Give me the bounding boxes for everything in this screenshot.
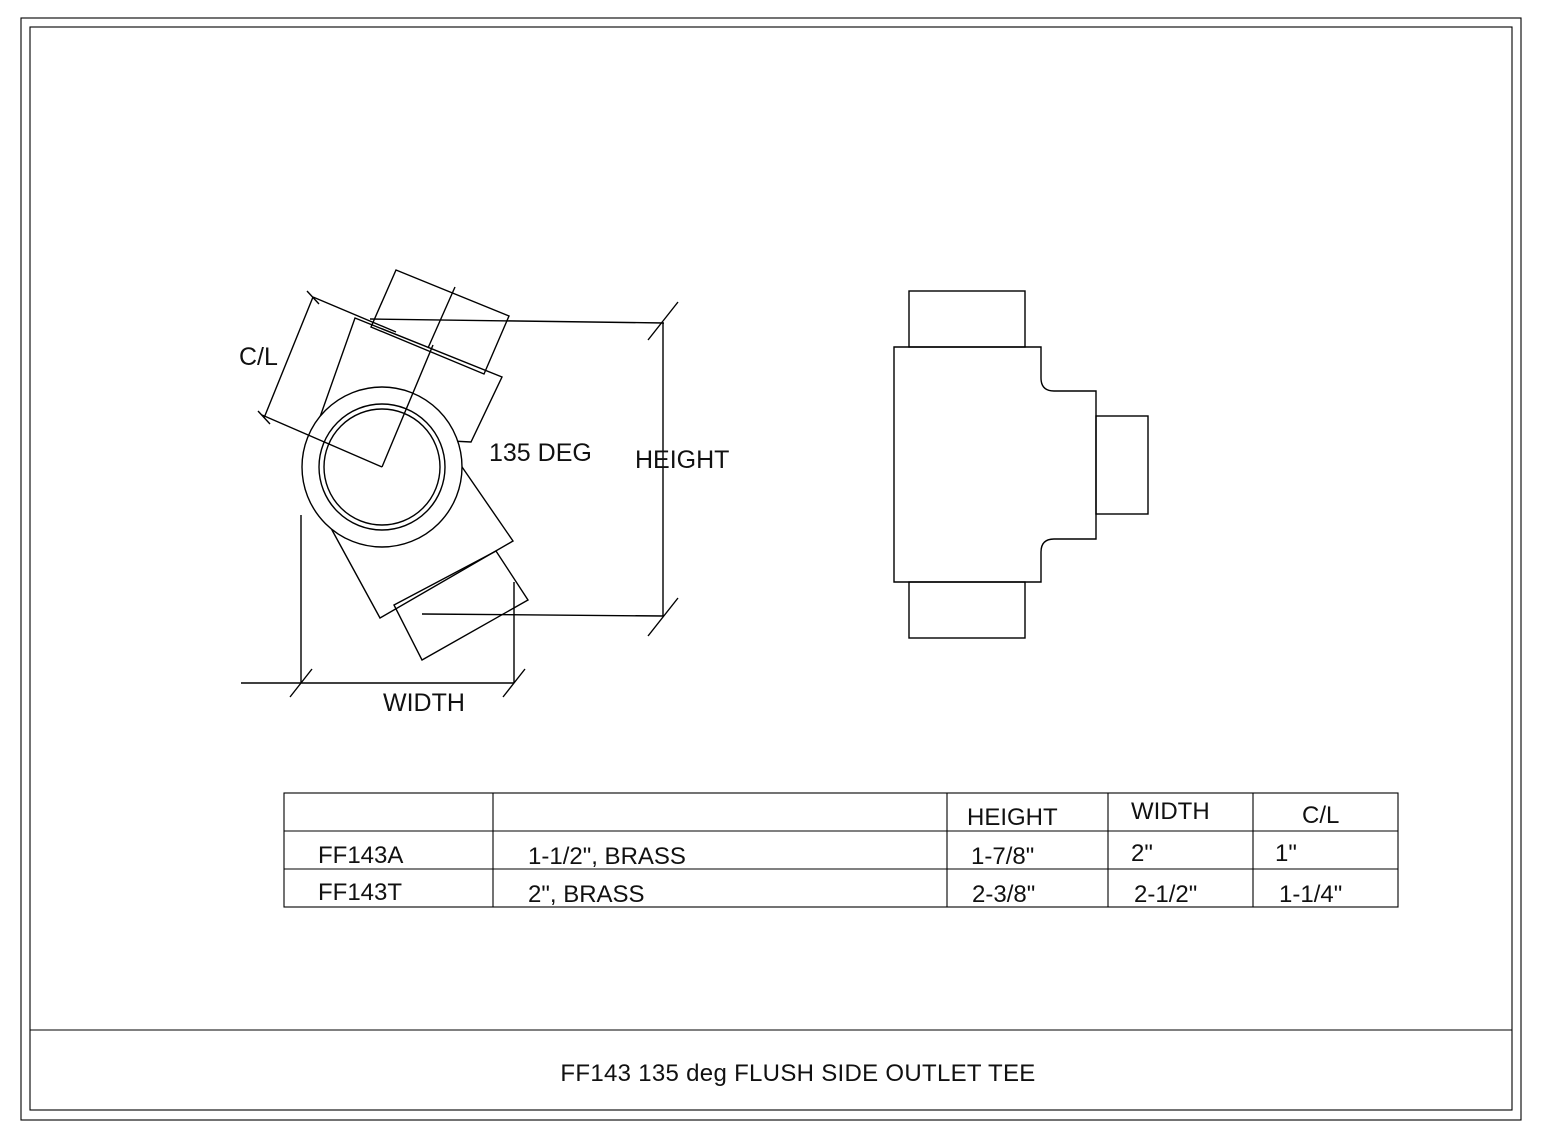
table-cell-cl: 1-1/4" xyxy=(1279,881,1342,908)
bottom-branch xyxy=(908,581,1026,639)
tee-body xyxy=(893,346,1097,583)
angle-label: 135 DEG xyxy=(489,439,592,467)
table-cell-description: 1-1/2", BRASS xyxy=(528,843,686,870)
height-label: HEIGHT xyxy=(635,446,729,474)
centerline-to-cl-dim xyxy=(261,414,383,468)
bore-inner xyxy=(323,408,441,526)
table-cell-width: 2" xyxy=(1131,840,1153,867)
drawing-title: FF143 135 deg FLUSH SIDE OUTLET TEE xyxy=(560,1060,1035,1087)
height-extension-bottom xyxy=(421,613,665,617)
table-cell-width: 2-1/2" xyxy=(1134,881,1197,908)
centerline-to-branch xyxy=(381,344,434,468)
cl-dimension-line xyxy=(263,296,314,419)
upper-branch-outer xyxy=(370,269,510,375)
table-cell-height: 2-3/8" xyxy=(972,881,1035,908)
upper-body xyxy=(313,317,503,443)
upper-body-divider xyxy=(427,286,456,349)
height-extension-top xyxy=(369,318,665,324)
table-header-width: WIDTH xyxy=(1131,798,1210,825)
angled-view: C/L 135 DEG HEIGHT WIDTH xyxy=(239,269,729,717)
table-border xyxy=(283,792,1399,908)
height-tick-bottom xyxy=(647,597,679,637)
width-tick-right xyxy=(502,668,526,698)
bore-outer xyxy=(318,403,446,531)
table-header-cl: C/L xyxy=(1302,802,1339,829)
table-header-height: HEIGHT xyxy=(967,804,1058,831)
top-branch xyxy=(908,290,1026,348)
table-cell-cl: 1" xyxy=(1275,840,1297,867)
outer-border xyxy=(20,17,1522,1121)
inner-border xyxy=(29,26,1513,1111)
table-cell-description: 2", BRASS xyxy=(528,881,645,908)
height-tick-top xyxy=(647,301,679,341)
table-cell-part: FF143A xyxy=(318,842,403,869)
cl-tick-bottom xyxy=(257,410,271,425)
dimension-table: HEIGHT WIDTH C/L FF143A 1-1/2", BRASS 1-… xyxy=(283,792,1399,908)
side-view xyxy=(893,290,1149,639)
table-cell-height: 1-7/8" xyxy=(971,843,1034,870)
side-outlet xyxy=(1095,415,1149,515)
cl-extension xyxy=(312,296,397,333)
table-cell-part: FF143T xyxy=(318,879,402,906)
lower-branch xyxy=(393,550,529,661)
width-tick-left xyxy=(289,668,313,698)
width-label: WIDTH xyxy=(383,689,465,717)
cl-label: C/L xyxy=(239,343,278,371)
